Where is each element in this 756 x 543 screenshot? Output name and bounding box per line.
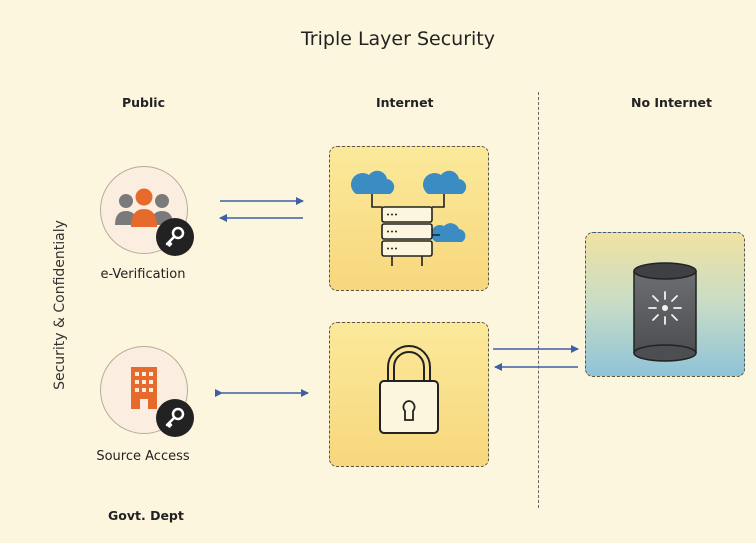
internet-server-box [329, 146, 489, 291]
cloud-icon [350, 170, 395, 194]
people-icon [115, 188, 173, 227]
key-icon [156, 218, 194, 256]
everification-label: e-Verification [100, 267, 186, 282]
lock-icon [379, 345, 439, 434]
key-icon [156, 399, 194, 437]
column-header-internet: Internet [376, 95, 434, 110]
building-icon [131, 367, 157, 409]
internet-lock-box [329, 322, 489, 467]
cloud-icon [431, 223, 466, 242]
column-header-public: Public [122, 95, 165, 110]
offline-database-box [585, 232, 745, 377]
database-icon [633, 262, 697, 362]
server-icon [350, 170, 467, 266]
page-title: Triple Layer Security [300, 28, 495, 50]
cloud-icon [422, 170, 467, 194]
source-access-label: Source Access [96, 449, 190, 464]
zone-divider [538, 92, 539, 508]
govt-dept-label: Govt. Dept [108, 508, 184, 523]
column-header-no-internet: No Internet [631, 95, 712, 110]
